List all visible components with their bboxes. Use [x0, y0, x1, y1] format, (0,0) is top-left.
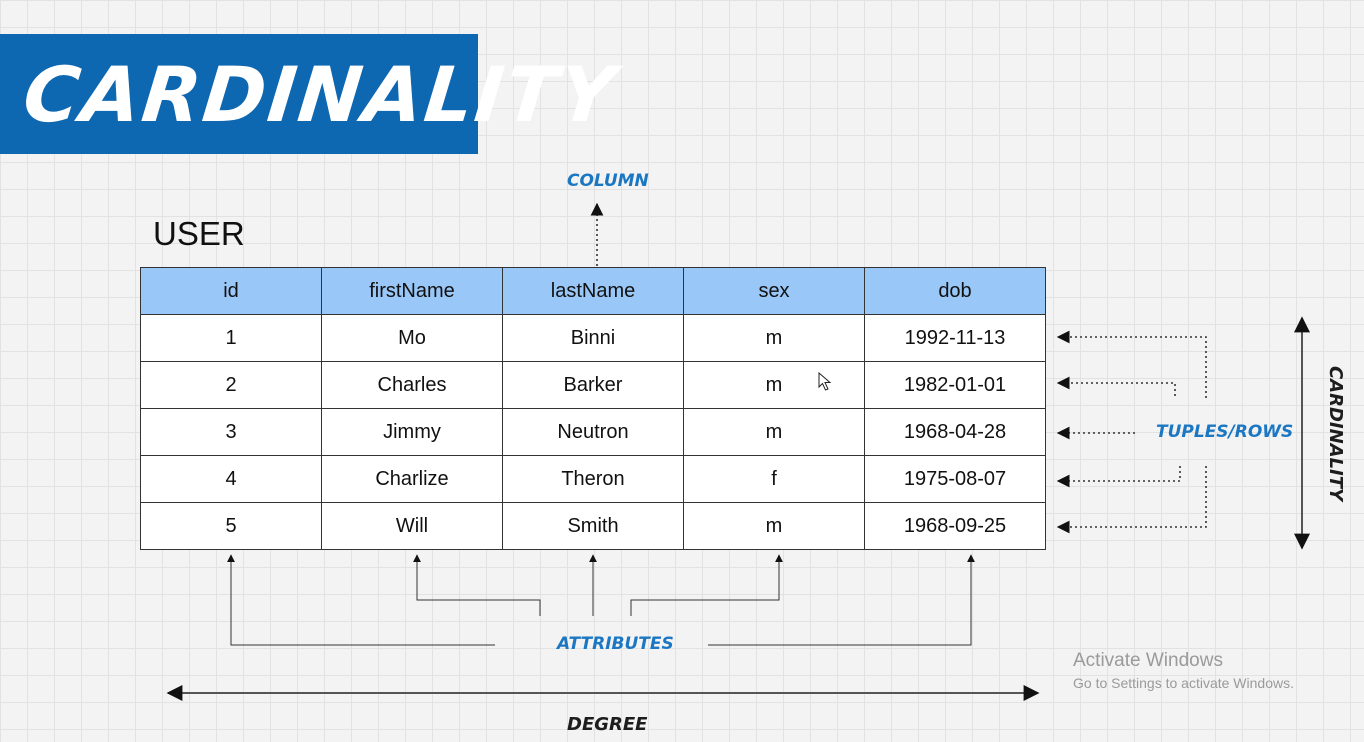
table-row: 4 Charlize Theron f 1975-08-07 — [140, 455, 1046, 503]
header-cell: lastName — [502, 267, 684, 315]
table-cell: Mo — [321, 314, 503, 362]
table-cell: 2 — [140, 361, 322, 409]
row-arrow — [1056, 466, 1207, 534]
user-table: id firstName lastName sex dob 1 Mo Binni… — [140, 267, 1046, 550]
header-cell: firstName — [321, 267, 503, 315]
table-cell: Theron — [502, 455, 684, 503]
row-arrow — [1056, 466, 1181, 488]
table-cell: 1975-08-07 — [864, 455, 1046, 503]
activate-windows-watermark: Activate Windows Go to Settings to activ… — [1073, 650, 1294, 691]
attribute-arrow — [708, 554, 975, 646]
table-cell: 1 — [140, 314, 322, 362]
header-cell: sex — [683, 267, 865, 315]
table-cell: 5 — [140, 502, 322, 550]
table-cell: 1968-04-28 — [864, 408, 1046, 456]
table-cell: Neutron — [502, 408, 684, 456]
watermark-title: Activate Windows — [1073, 650, 1223, 671]
table-cell: m — [683, 361, 865, 409]
cardinality-side-label: CARDINALITY — [1325, 365, 1347, 502]
attribute-arrow — [227, 554, 495, 646]
header-cell: dob — [864, 267, 1046, 315]
table-name: USER — [153, 215, 245, 252]
table-cell: Charlize — [321, 455, 503, 503]
table-header-row: id firstName lastName sex dob — [140, 267, 1046, 315]
watermark-subtitle: Go to Settings to activate Windows. — [1073, 675, 1294, 691]
row-arrow — [1056, 376, 1176, 396]
table-cell: m — [683, 502, 865, 550]
table-cell: Binni — [502, 314, 684, 362]
table-cell: Jimmy — [321, 408, 503, 456]
table-row: 2 Charles Barker m 1982-01-01 — [140, 361, 1046, 409]
table-cell: m — [683, 314, 865, 362]
column-label: COLUMN — [567, 171, 649, 191]
mouse-cursor-icon — [818, 372, 832, 391]
table-cell: Smith — [502, 502, 684, 550]
attributes-label: ATTRIBUTES — [557, 634, 674, 654]
table-cell: Charles — [321, 361, 503, 409]
table-cell: Will — [321, 502, 503, 550]
table-row: 5 Will Smith m 1968-09-25 — [140, 502, 1046, 550]
tuples-rows-label: TUPLES/ROWS — [1156, 422, 1294, 442]
attribute-arrow — [413, 554, 541, 616]
table-cell: 1968-09-25 — [864, 502, 1046, 550]
degree-label: DEGREE — [567, 714, 648, 735]
table-cell: Barker — [502, 361, 684, 409]
attribute-arrow — [630, 554, 783, 616]
table-cell: m — [683, 408, 865, 456]
row-arrow — [1056, 330, 1207, 398]
table-cell: 1992-11-13 — [864, 314, 1046, 362]
title-banner: CARDINALITY — [0, 34, 621, 154]
table-row: 1 Mo Binni m 1992-11-13 — [140, 314, 1046, 362]
table-cell: 1982-01-01 — [864, 361, 1046, 409]
table-row: 3 Jimmy Neutron m 1968-04-28 — [140, 408, 1046, 456]
